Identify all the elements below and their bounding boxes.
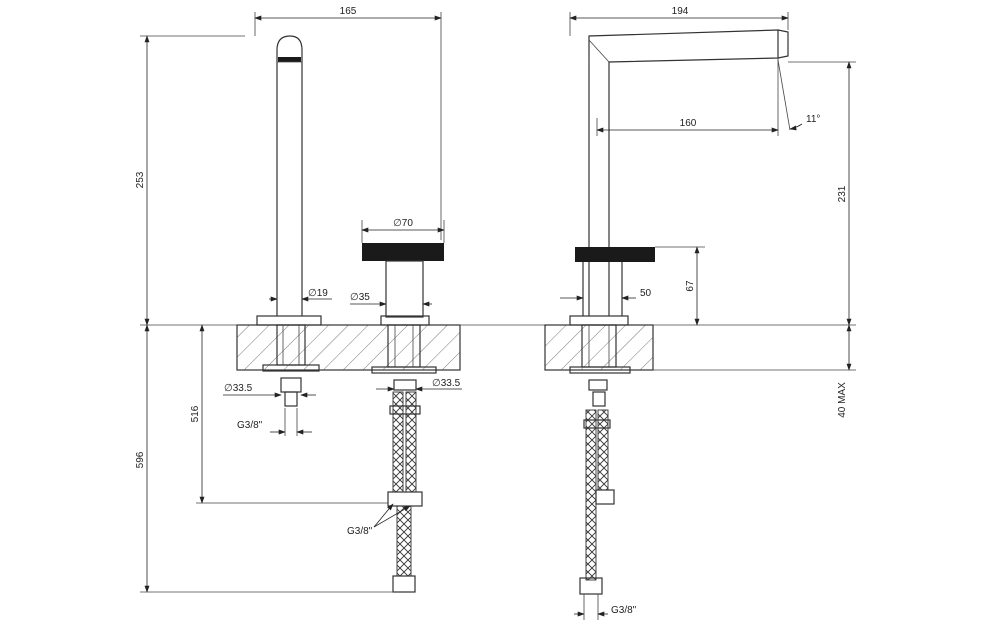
dim-194: 194 [672,6,689,17]
spout-profile [588,29,789,316]
deck-section-front [236,324,461,371]
hoses-front [387,391,423,593]
dim-596: 596 [135,451,146,468]
dim-253: 253 [135,171,146,188]
dim-516: 516 [190,405,201,422]
dim-thread-hose: G3/8" [347,526,373,537]
mixer-body [362,243,444,391]
spout-fitting [262,324,320,407]
dim-thread-left: G3/8" [237,420,263,431]
front-view: 165 253 ∅70 ∅19 ∅35 ∅33.5 ∅33.5 G3/8" [135,6,556,593]
deck-section-side [544,324,654,371]
dim-dia-35: ∅35 [350,292,370,303]
dim-40-max: 40 MAX [837,382,848,418]
dim-dia-19: ∅19 [308,288,328,299]
dim-231: 231 [837,185,848,202]
side-body [569,247,655,407]
dim-dia-33-5-left: ∅33.5 [224,383,253,394]
dim-50: 50 [640,288,652,299]
spout-tube [256,35,322,326]
dim-160: 160 [680,118,697,129]
dim-angle-11: 11° [806,114,820,125]
dim-67: 67 [685,280,696,292]
hoses-side [579,409,615,595]
side-view: 194 160 11° 231 67 50 40 MAX G3/8" [544,6,856,620]
dim-165: 165 [340,6,357,17]
dim-dia-33-5-right: ∅33.5 [432,378,461,389]
dim-thread-bottom: G3/8" [611,605,637,616]
dim-dia-70: ∅70 [393,218,413,229]
